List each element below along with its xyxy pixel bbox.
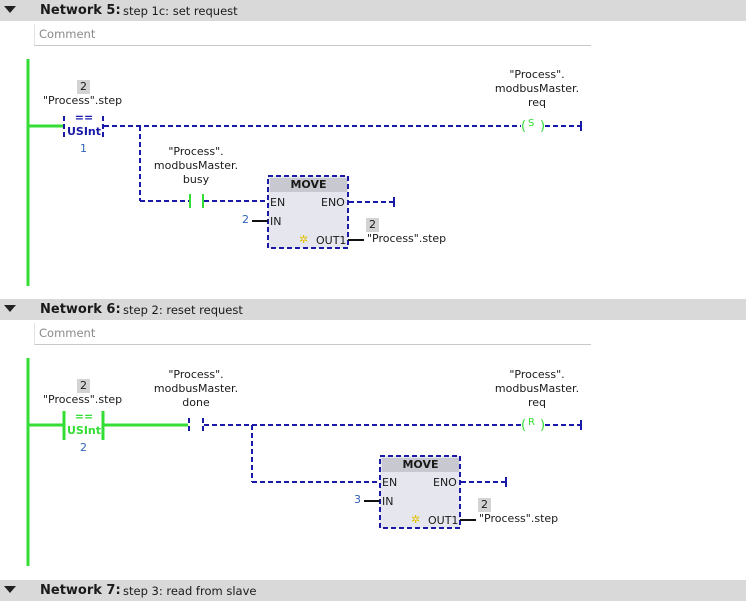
pin-en: EN <box>382 476 398 489</box>
set-coil-symbol[interactable]: S <box>528 118 535 129</box>
compare-operand-value: 2 <box>77 379 90 393</box>
compare-constant[interactable]: 1 <box>80 142 87 155</box>
network-comment-field[interactable]: Comment <box>34 323 591 345</box>
move-box-title[interactable]: MOVE <box>270 178 347 192</box>
add-output-star-icon[interactable]: ✲ <box>299 233 309 246</box>
compare-operand[interactable]: "Process".step <box>43 94 123 107</box>
contact-label-line: "Process". <box>168 368 224 381</box>
compare-operand-value: 2 <box>77 80 90 94</box>
collapse-triangle-icon[interactable] <box>4 6 16 13</box>
contact-label-line: "Process". <box>168 145 224 158</box>
pin-eno: ENO <box>321 196 345 209</box>
move-out-operand[interactable]: "Process".step <box>367 232 447 245</box>
compare-type[interactable]: USInt <box>66 125 102 138</box>
coil-right-paren: ) <box>540 119 545 134</box>
coil-left-paren: ( <box>521 119 526 134</box>
add-output-star-icon[interactable]: ✲ <box>411 513 421 526</box>
contact-label-line: done <box>182 396 210 409</box>
network-5-header[interactable]: Network 5: step 1c: set request <box>0 0 746 21</box>
pin-eno: ENO <box>433 476 457 489</box>
network-comment-field[interactable]: Comment <box>34 24 591 46</box>
coil-operand[interactable]: "Process". modbusMaster. req <box>493 368 581 410</box>
pin-in: IN <box>382 495 394 508</box>
network-title: Network 6: <box>40 302 121 317</box>
comment-placeholder: Comment <box>39 326 96 340</box>
pin-in: IN <box>270 215 282 228</box>
move-out-value: 2 <box>366 218 379 232</box>
coil-label-line: req <box>527 96 547 109</box>
network-description[interactable]: step 3: read from slave <box>123 584 257 598</box>
compare-type[interactable]: USInt <box>66 424 102 437</box>
move-box-title[interactable]: MOVE <box>382 458 459 472</box>
network-title: Network 5: <box>40 3 121 18</box>
compare-constant[interactable]: 2 <box>80 441 87 454</box>
compare-operand[interactable]: "Process".step <box>43 393 123 406</box>
pin-out1: OUT1 <box>316 234 347 247</box>
coil-operand[interactable]: "Process". modbusMaster. req <box>493 68 581 110</box>
coil-label-line: "Process". <box>509 368 565 381</box>
coil-label-line: modbusMaster. <box>494 82 580 95</box>
coil-left-paren: ( <box>521 418 526 433</box>
move-in-value[interactable]: 2 <box>242 213 249 226</box>
contact-label-line: modbusMaster. <box>153 159 239 172</box>
coil-label-line: "Process". <box>509 68 565 81</box>
move-out-value: 2 <box>478 498 491 512</box>
network-6-header[interactable]: Network 6: step 2: reset request <box>0 299 746 320</box>
reset-coil-symbol[interactable]: R <box>528 417 535 428</box>
contact-operand[interactable]: "Process". modbusMaster. busy <box>152 145 240 187</box>
compare-operator: == <box>74 410 94 423</box>
compare-operator: == <box>74 111 94 124</box>
coil-label-line: req <box>527 396 547 409</box>
move-in-value[interactable]: 3 <box>354 493 361 506</box>
comment-placeholder: Comment <box>39 27 96 41</box>
network-description[interactable]: step 1c: set request <box>123 4 238 18</box>
coil-label-line: modbusMaster. <box>494 382 580 395</box>
contact-label-line: busy <box>182 173 210 186</box>
network-7-header[interactable]: Network 7: step 3: read from slave <box>0 580 746 601</box>
pin-out1: OUT1 <box>428 514 459 527</box>
contact-operand[interactable]: "Process". modbusMaster. done <box>152 368 240 410</box>
network-description[interactable]: step 2: reset request <box>123 303 243 317</box>
collapse-triangle-icon[interactable] <box>4 305 16 312</box>
coil-right-paren: ) <box>540 418 545 433</box>
move-out-operand[interactable]: "Process".step <box>479 512 559 525</box>
pin-en: EN <box>270 196 286 209</box>
network-title: Network 7: <box>40 583 121 598</box>
contact-label-line: modbusMaster. <box>153 382 239 395</box>
